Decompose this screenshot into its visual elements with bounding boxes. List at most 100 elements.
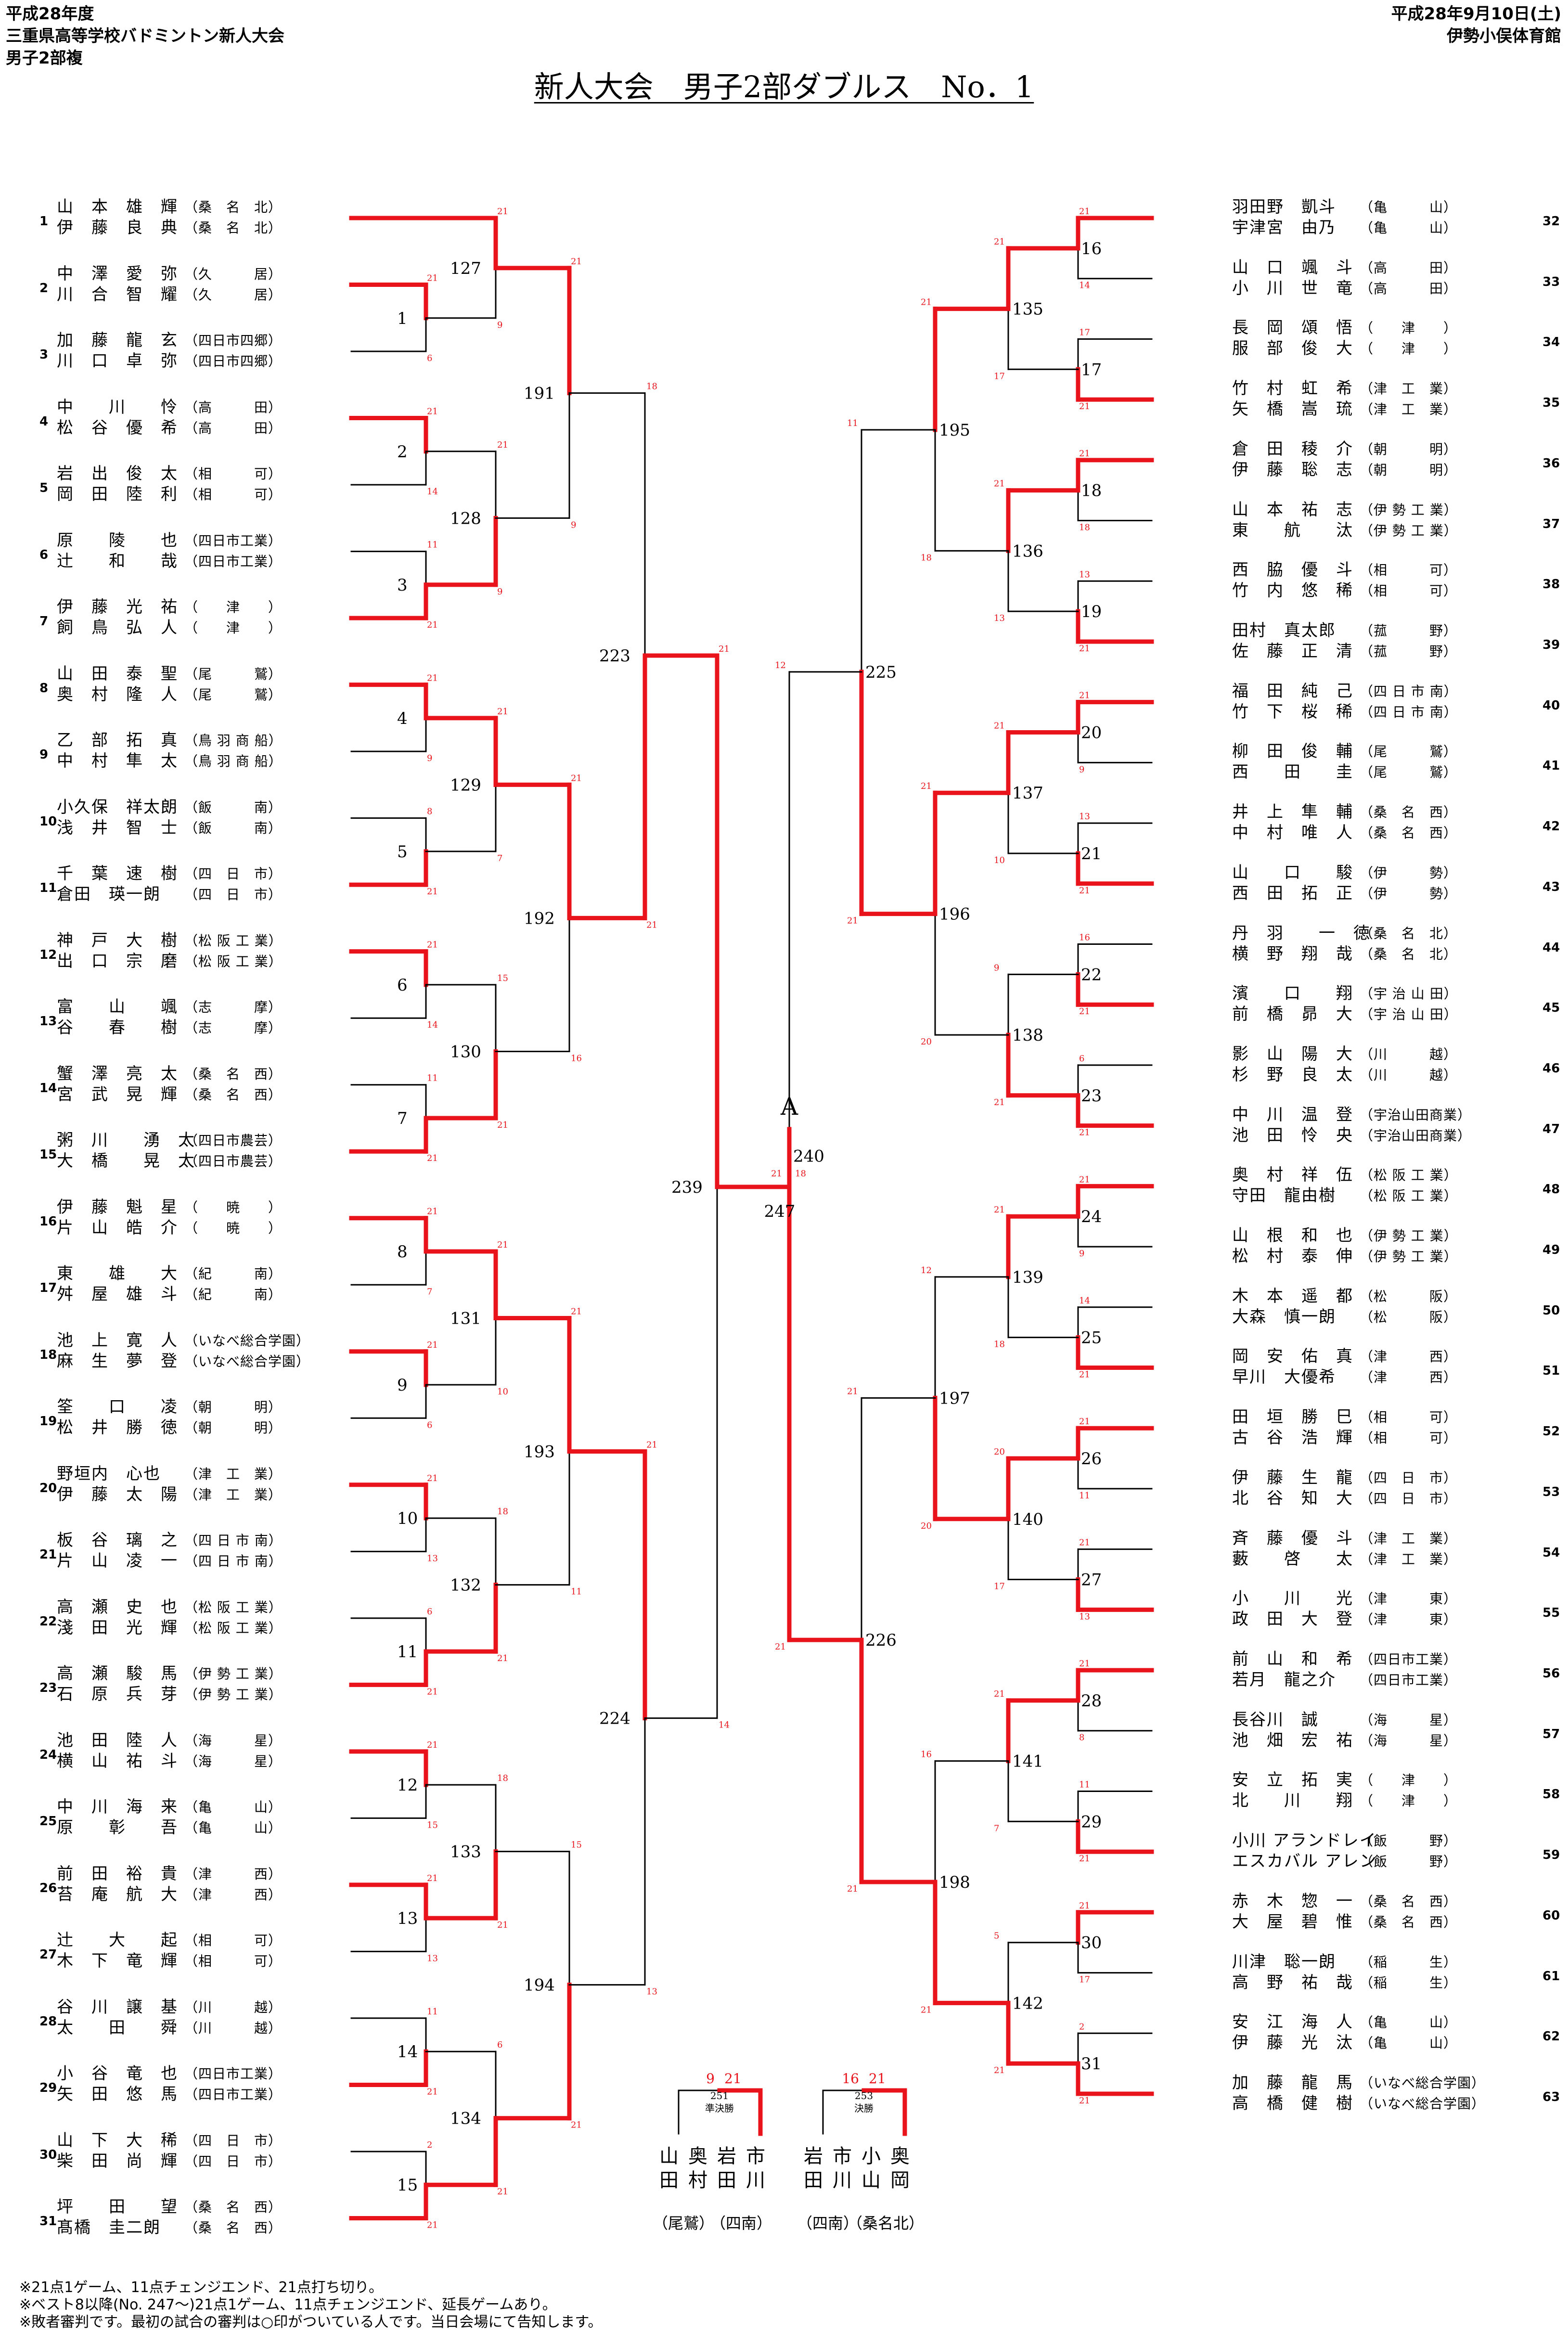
final-marker: A	[780, 1093, 798, 1121]
player-name: 山 下 大 稀	[57, 2130, 178, 2150]
seed-number: 15	[39, 1147, 57, 1162]
player-name: 片 山 凌 一	[57, 1551, 178, 1571]
page-title: 新人大会 男子2部ダブルス No．1	[0, 63, 1568, 106]
player-name: 倉田 瑛一朗	[57, 885, 161, 904]
match-number: 20	[1081, 723, 1102, 743]
score: 8	[427, 807, 432, 817]
school-name: （津 東）	[1360, 1591, 1458, 1607]
school-name: （海 星）	[1360, 1712, 1458, 1728]
school-name: （四 日 市 南）	[1360, 704, 1458, 720]
seed-number: 20	[39, 1481, 57, 1495]
school-name: （ 津 ）	[184, 599, 283, 616]
school-name: （ 津 ）	[1360, 1772, 1458, 1789]
score: 21	[724, 2071, 742, 2087]
match-number: 3	[397, 576, 408, 595]
score: 21	[497, 1120, 508, 1130]
match-number: 138	[1012, 1026, 1043, 1045]
score: 21	[921, 2005, 932, 2015]
score: 21	[869, 2071, 886, 2087]
school-name: （桑 名 北）	[1360, 946, 1458, 962]
score: 18	[994, 1340, 1005, 1350]
school-name: （伊 勢）	[1360, 885, 1458, 902]
seed-number: 42	[1542, 819, 1560, 834]
match-number: 7	[397, 1109, 408, 1128]
score: 21	[497, 2187, 508, 2197]
player-name: 高 野 祐 哉	[1232, 1972, 1353, 1992]
school-name: （津 西）	[1360, 1369, 1458, 1386]
seed-number: 12	[39, 947, 57, 962]
school-name: （四日市農芸）	[184, 1153, 283, 1170]
seed-number: 55	[1542, 1606, 1560, 1621]
player-name: 服 部 俊 大	[1232, 339, 1353, 359]
player-name: 柳 田 俊 輔	[1232, 742, 1353, 761]
player-name: 杉 野 良 太	[1232, 1065, 1353, 1084]
school-name: （川 越）	[184, 2020, 283, 2036]
school-name: （朝 明）	[184, 1399, 283, 1416]
player-name: 池 畑 宏 祐	[1232, 1730, 1353, 1750]
school-name: （亀 山）	[1360, 2035, 1458, 2051]
player-name: 筌 口 凌	[57, 1397, 178, 1417]
school-name: （松 阪）	[1360, 1288, 1458, 1304]
score: 21	[771, 1169, 782, 1179]
score: 16	[571, 1053, 582, 1063]
school-name: （紀 南）	[184, 1287, 283, 1303]
school-name: （相 可）	[1360, 1430, 1458, 1446]
player-name: 中 川 海 来	[57, 1797, 178, 1817]
score: 16	[1079, 933, 1090, 943]
player-name: 板 谷 璃 之	[57, 1531, 178, 1550]
school-name: （伊 勢 工 業）	[1360, 1249, 1458, 1265]
player-name: 岩 出 俊 太	[57, 464, 178, 484]
player-name: 福 田 純 己	[1232, 681, 1353, 701]
match-number: 17	[1081, 360, 1102, 379]
seed-number: 8	[39, 681, 49, 696]
score: 17	[1079, 1975, 1090, 1985]
school-name: （高 田）	[1360, 259, 1458, 276]
school-name: （津 西）	[1360, 1349, 1458, 1365]
seed-number: 30	[39, 2147, 57, 2162]
player-name: 東 航 汰	[1232, 520, 1353, 540]
player-name: 前 山 和 希	[1232, 1650, 1353, 1669]
match-number: 196	[939, 905, 970, 924]
seed-number: 1	[39, 214, 49, 229]
school-name: （四 日 市）	[184, 866, 283, 882]
school-name: （稲 生）	[1360, 1974, 1458, 1991]
school-name: （四 日 市）	[1360, 1469, 1458, 1486]
school-name: （四 日 市）	[1360, 1490, 1458, 1507]
score: 21	[994, 721, 1005, 731]
school-name: （海 星）	[184, 1732, 283, 1749]
seed-number: 61	[1542, 1969, 1560, 1984]
school-name: （飯 野）	[1360, 1833, 1458, 1849]
match-number: 15	[397, 2176, 418, 2195]
match-number: 223	[599, 646, 630, 666]
school-name: （伊 勢 工 業）	[1360, 522, 1458, 539]
player-name: 池 田 陸 人	[57, 1730, 178, 1750]
match-number: 13	[397, 1909, 418, 1928]
round-label: 決勝	[854, 2102, 874, 2114]
school-name: （高 田）	[1360, 280, 1458, 296]
player-name: 北 川 翔	[1232, 1791, 1353, 1811]
player-name: 辻 大 起	[57, 1931, 178, 1950]
player-name: 伊 藤 生 龍	[1232, 1468, 1353, 1487]
score: 2	[1079, 2022, 1084, 2032]
school-name: （宇 治 山 田）	[1360, 1006, 1458, 1023]
player-name: 矢 田 悠 馬	[57, 2085, 178, 2104]
school-name: （鳥 羽 商 船）	[184, 733, 283, 749]
score: 21	[1079, 1854, 1090, 1864]
score: 21	[719, 644, 730, 654]
score: 21	[1079, 1006, 1090, 1017]
school-name: （亀 山）	[1360, 2014, 1458, 2031]
player-name: 安 江 海 人	[1232, 2012, 1353, 2032]
player-name: 木 下 竜 輝	[57, 1951, 178, 1971]
seed-number: 38	[1542, 577, 1560, 592]
match-number: 27	[1081, 1570, 1102, 1589]
